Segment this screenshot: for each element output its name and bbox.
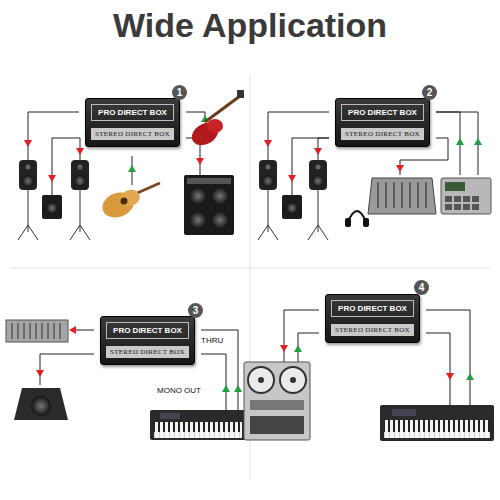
callout-number: 4 (414, 280, 429, 295)
diagram-title: Wide Application (0, 6, 500, 45)
pa-speaker (308, 160, 328, 240)
keyboard (150, 410, 246, 440)
box-brand: PRO DIRECT BOX (331, 300, 414, 317)
pa-speaker (258, 160, 278, 240)
tape-recorder (244, 362, 310, 440)
mixer (6, 320, 68, 342)
box-brand: PRO DIRECT BOX (91, 104, 174, 121)
subwoofer (282, 195, 302, 219)
box-brand: PRO DIRECT BOX (341, 104, 424, 121)
box-model: STEREO DIRECT BOX (91, 128, 174, 140)
direct-box: PRO DIRECT BOX STEREO DIRECT BOX (335, 98, 430, 147)
headphones (345, 211, 369, 227)
bass-guitar (188, 90, 244, 150)
box-model: STEREO DIRECT BOX (341, 128, 424, 140)
port-label: THRU (200, 336, 224, 345)
callout-number: 1 (172, 85, 187, 100)
direct-box: PRO DIRECT BOX STEREO DIRECT BOX (100, 316, 195, 365)
direct-box: PRO DIRECT BOX STEREO DIRECT BOX (85, 98, 180, 147)
drum-machine (441, 178, 491, 214)
mixer (368, 178, 436, 214)
pa-speaker (70, 160, 90, 240)
box-model: STEREO DIRECT BOX (331, 324, 414, 336)
acoustic-guitar (99, 183, 160, 222)
callout-number: 3 (188, 303, 203, 318)
port-label: MONO OUT (156, 386, 202, 395)
monitor-speaker (14, 388, 68, 420)
guitar-amp (184, 175, 234, 235)
box-model: STEREO DIRECT BOX (106, 346, 189, 358)
box-brand: PRO DIRECT BOX (106, 322, 189, 339)
subwoofer (42, 195, 62, 219)
callout-number: 2 (422, 85, 437, 100)
keyboard (380, 405, 494, 441)
pa-speaker (18, 160, 38, 240)
direct-box: PRO DIRECT BOX STEREO DIRECT BOX (325, 294, 420, 343)
